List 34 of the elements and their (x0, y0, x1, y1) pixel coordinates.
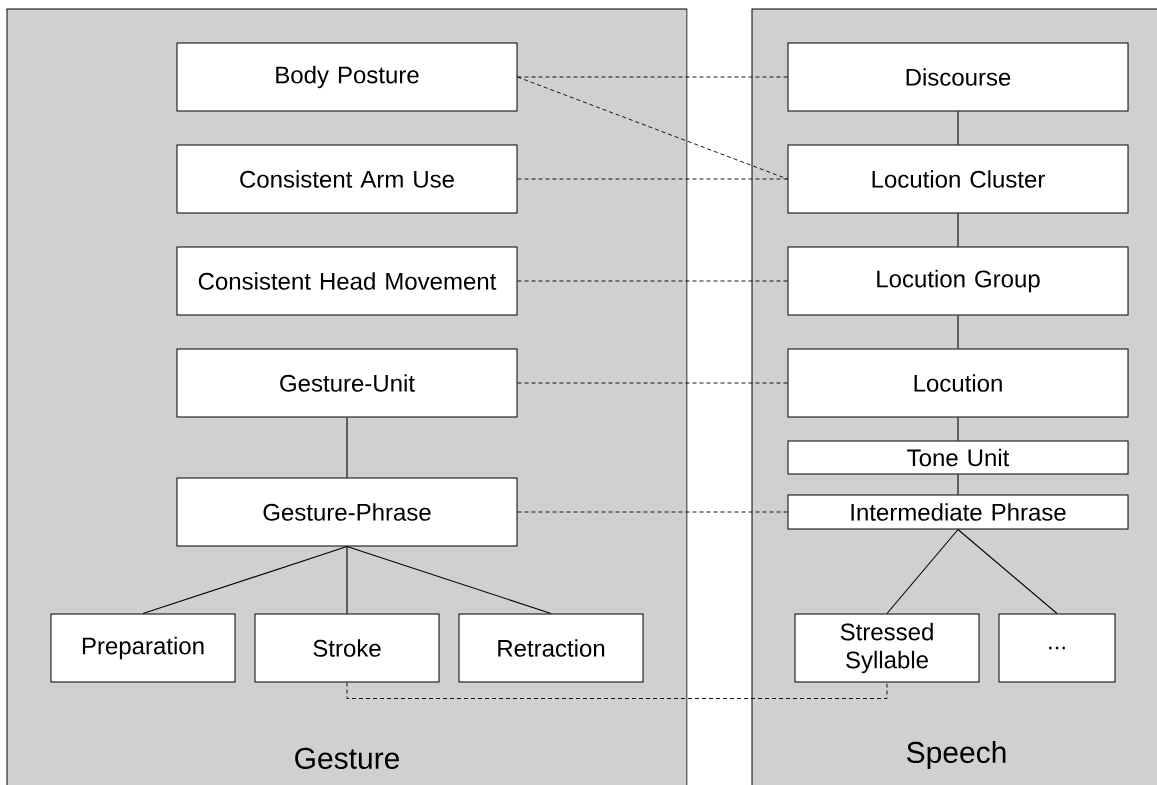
connector-line (346, 545, 348, 615)
label-box: Consistent Arm Use (176, 144, 518, 214)
label-box: Consistent Head Movement (176, 246, 518, 316)
connector-line (886, 528, 959, 615)
connector-line (957, 473, 959, 496)
connector-line (346, 416, 348, 479)
connector-line (346, 545, 552, 615)
dashed-link (517, 511, 788, 513)
connector-line (142, 545, 348, 615)
label-box: Locution (787, 348, 1129, 418)
label-box: Body Posture (176, 42, 518, 112)
connector-line (957, 212, 959, 248)
label-box: Gesture-Phrase (176, 477, 518, 547)
label-box: Gesture-Unit (176, 348, 518, 418)
label-box: Preparation (50, 613, 236, 683)
label-box: Locution Cluster (787, 144, 1129, 214)
dashed-link (517, 76, 788, 180)
dashed-link (517, 178, 788, 180)
dashed-link (346, 682, 888, 699)
dashed-link (517, 280, 788, 282)
connector-line (957, 528, 1058, 615)
label-box: ... (998, 613, 1116, 683)
label-box: Stressed Syllable (794, 613, 980, 683)
dashed-link (517, 76, 788, 78)
connector-line (957, 314, 959, 350)
label-box: Locution Group (787, 246, 1129, 316)
connector-line (957, 110, 959, 146)
label-box: Intermediate Phrase (787, 494, 1129, 530)
label-box: Stroke (254, 613, 440, 683)
dashed-link (517, 382, 788, 384)
label-box: Discourse (787, 42, 1129, 112)
label-box: Retraction (458, 613, 644, 683)
connector-line (957, 416, 959, 442)
label-box: Tone Unit (787, 440, 1129, 475)
